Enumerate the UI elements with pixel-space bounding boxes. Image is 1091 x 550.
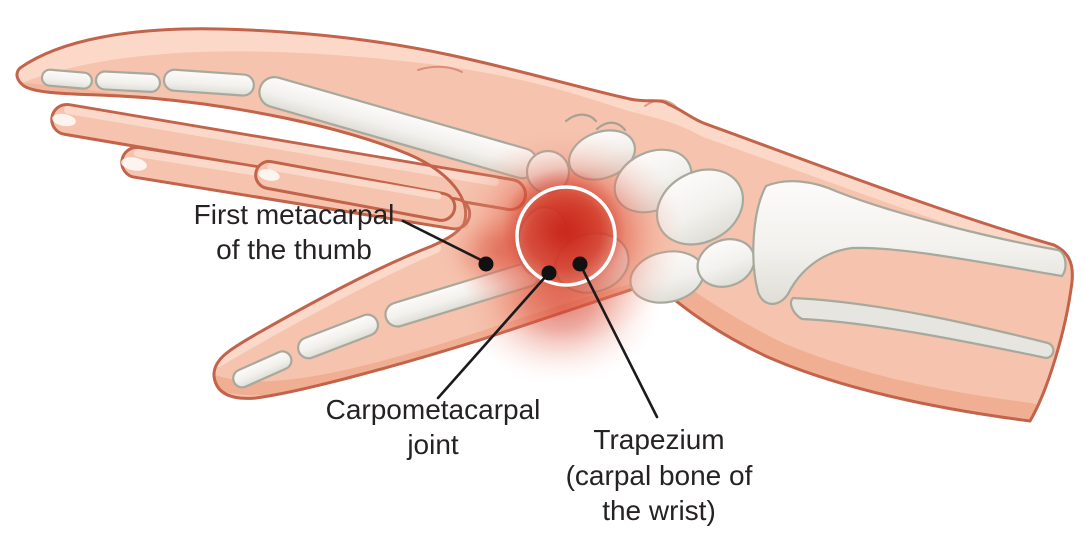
- pointer-line-carpometacarpal-joint: [436, 273, 549, 400]
- highlight-circle: [515, 185, 617, 287]
- bone-index-proximal-phalanx: [162, 68, 255, 97]
- wrist-crease: [644, 99, 679, 110]
- label-carpometacarpal-line-1: Carpometacarpal: [326, 394, 541, 425]
- knuckle-crease-1: [564, 113, 598, 123]
- finger-ring-tip-shine: [121, 157, 147, 171]
- label-first-metacarpal-line-2: of the thumb: [216, 234, 372, 265]
- label-trapezium-line-1: Trapezium: [593, 424, 724, 455]
- finger-pinky-highlight: [267, 163, 442, 200]
- thumb-top-highlight: [213, 243, 441, 367]
- bone-ulna: [789, 296, 1055, 360]
- bone-thumb-distal-phalanx: [232, 350, 293, 389]
- label-first-metacarpal-line-1: First metacarpal: [194, 199, 395, 230]
- skin-creases: [417, 65, 679, 132]
- finger-pinky-tip-shine: [258, 169, 280, 181]
- hand-outline: [15, 27, 1074, 423]
- marker-dot-carpometacarpal-joint: [541, 265, 557, 281]
- pointer-line-trapezium: [579, 264, 659, 419]
- label-carpometacarpal-line-2: joint: [406, 429, 459, 460]
- finger-middle-highlight: [64, 106, 499, 186]
- label-trapezium-line-2: (carpal bone of: [566, 460, 753, 491]
- hand-back-crease: [417, 65, 463, 73]
- bone-thumb-proximal-phalanx: [297, 313, 380, 360]
- finger-middle-tip-shine: [52, 113, 76, 127]
- bone-index-middle-phalanx: [94, 70, 162, 93]
- annotation-labels: First metacarpal of the thumb Carpometac…: [194, 199, 753, 526]
- marker-dot-trapezium: [572, 256, 588, 272]
- pain-highlight: [436, 128, 684, 382]
- pointer-line-first-metacarpal: [401, 219, 485, 263]
- annotation-pointers: [401, 219, 659, 419]
- knuckle-crease-2: [595, 121, 627, 132]
- label-trapezium-line-3: the wrist): [602, 495, 716, 526]
- marker-dot-first-metacarpal: [478, 256, 494, 272]
- bone-index-distal-phalanx: [40, 68, 93, 90]
- bone-radius: [752, 180, 1067, 305]
- forearm-bones: [752, 180, 1067, 360]
